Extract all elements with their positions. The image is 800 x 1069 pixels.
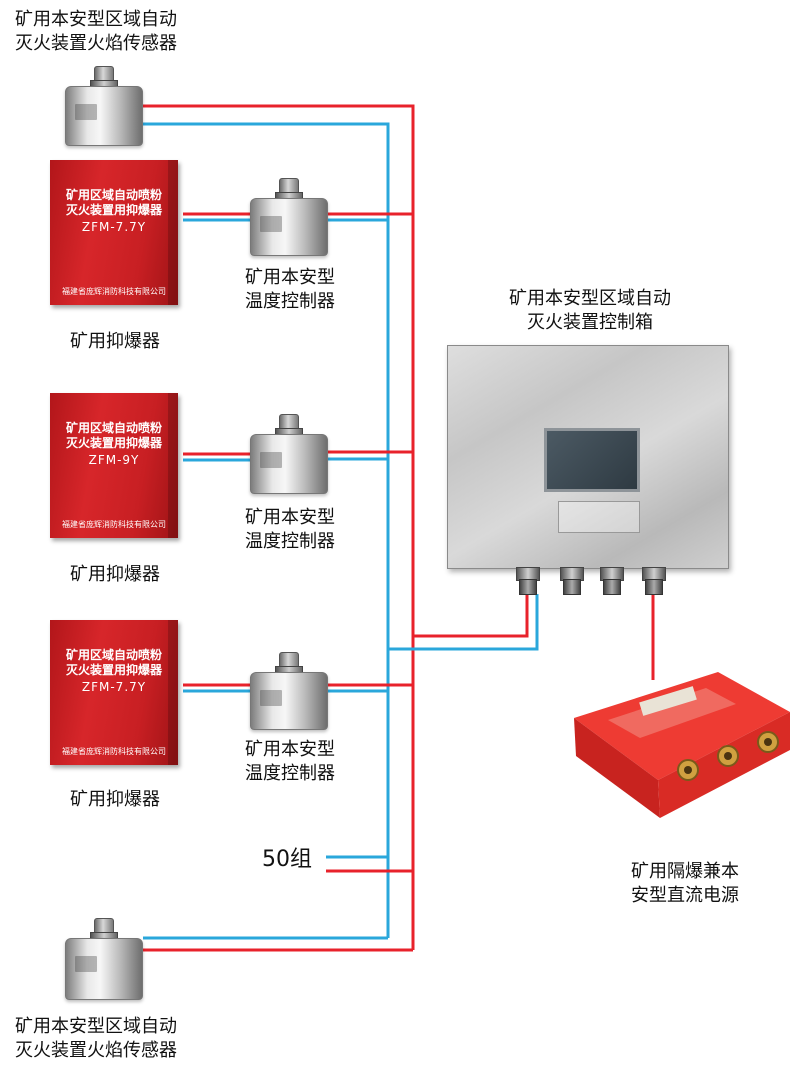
control-box-nameplate (558, 501, 640, 533)
bottom-flame-sensor-label: 矿用本安型区域自动 灭火装置火焰传感器 (15, 1016, 177, 1061)
suppressor-2-label: 矿用抑爆器 (70, 564, 160, 585)
suppressor-2: 矿用区域自动喷粉灭火装置用抑爆器 ZFM-9Y 福建省庞辉消防科技有限公司 (50, 393, 178, 538)
cable-gland-1 (516, 567, 540, 595)
top-flame-sensor (65, 66, 143, 146)
bottom-flame-sensor (65, 918, 143, 1000)
temp-controller-3 (250, 652, 328, 730)
temp-controller-3-label: 矿用本安型 温度控制器 (245, 739, 335, 784)
cable-gland-2 (560, 567, 584, 595)
suppressor-3: 矿用区域自动喷粉灭火装置用抑爆器 ZFM-7.7Y 福建省庞辉消防科技有限公司 (50, 620, 178, 765)
suppressor-3-label: 矿用抑爆器 (70, 789, 160, 810)
wire-red-trunk (413, 594, 529, 638)
suppressor-1: 矿用区域自动喷粉灭火装置用抑爆器 ZFM-7.7Y 福建省庞辉消防科技有限公司 (50, 160, 178, 305)
control-box (447, 345, 729, 569)
dc-power-supply (574, 672, 790, 818)
control-box-label: 矿用本安型区域自动 灭火装置控制箱 (509, 288, 671, 333)
group-count-label: 50组 (262, 847, 312, 872)
cable-gland-3 (600, 567, 624, 595)
top-flame-sensor-label: 矿用本安型区域自动 灭火装置火焰传感器 (15, 9, 177, 54)
suppressor-1-label: 矿用抑爆器 (70, 331, 160, 352)
temp-controller-1-label: 矿用本安型 温度控制器 (245, 267, 335, 312)
temp-controller-2 (250, 414, 328, 494)
control-box-screen (544, 428, 640, 492)
power-supply-label: 矿用隔爆兼本 安型直流电源 (631, 861, 739, 906)
wire-blue-trunk (388, 594, 539, 651)
temp-controller-1 (250, 178, 328, 256)
temp-controller-2-label: 矿用本安型 温度控制器 (245, 507, 335, 552)
wire-red-top-sensor (143, 104, 415, 950)
wire-blue-top-sensor (143, 122, 390, 938)
cable-gland-4 (642, 567, 666, 595)
